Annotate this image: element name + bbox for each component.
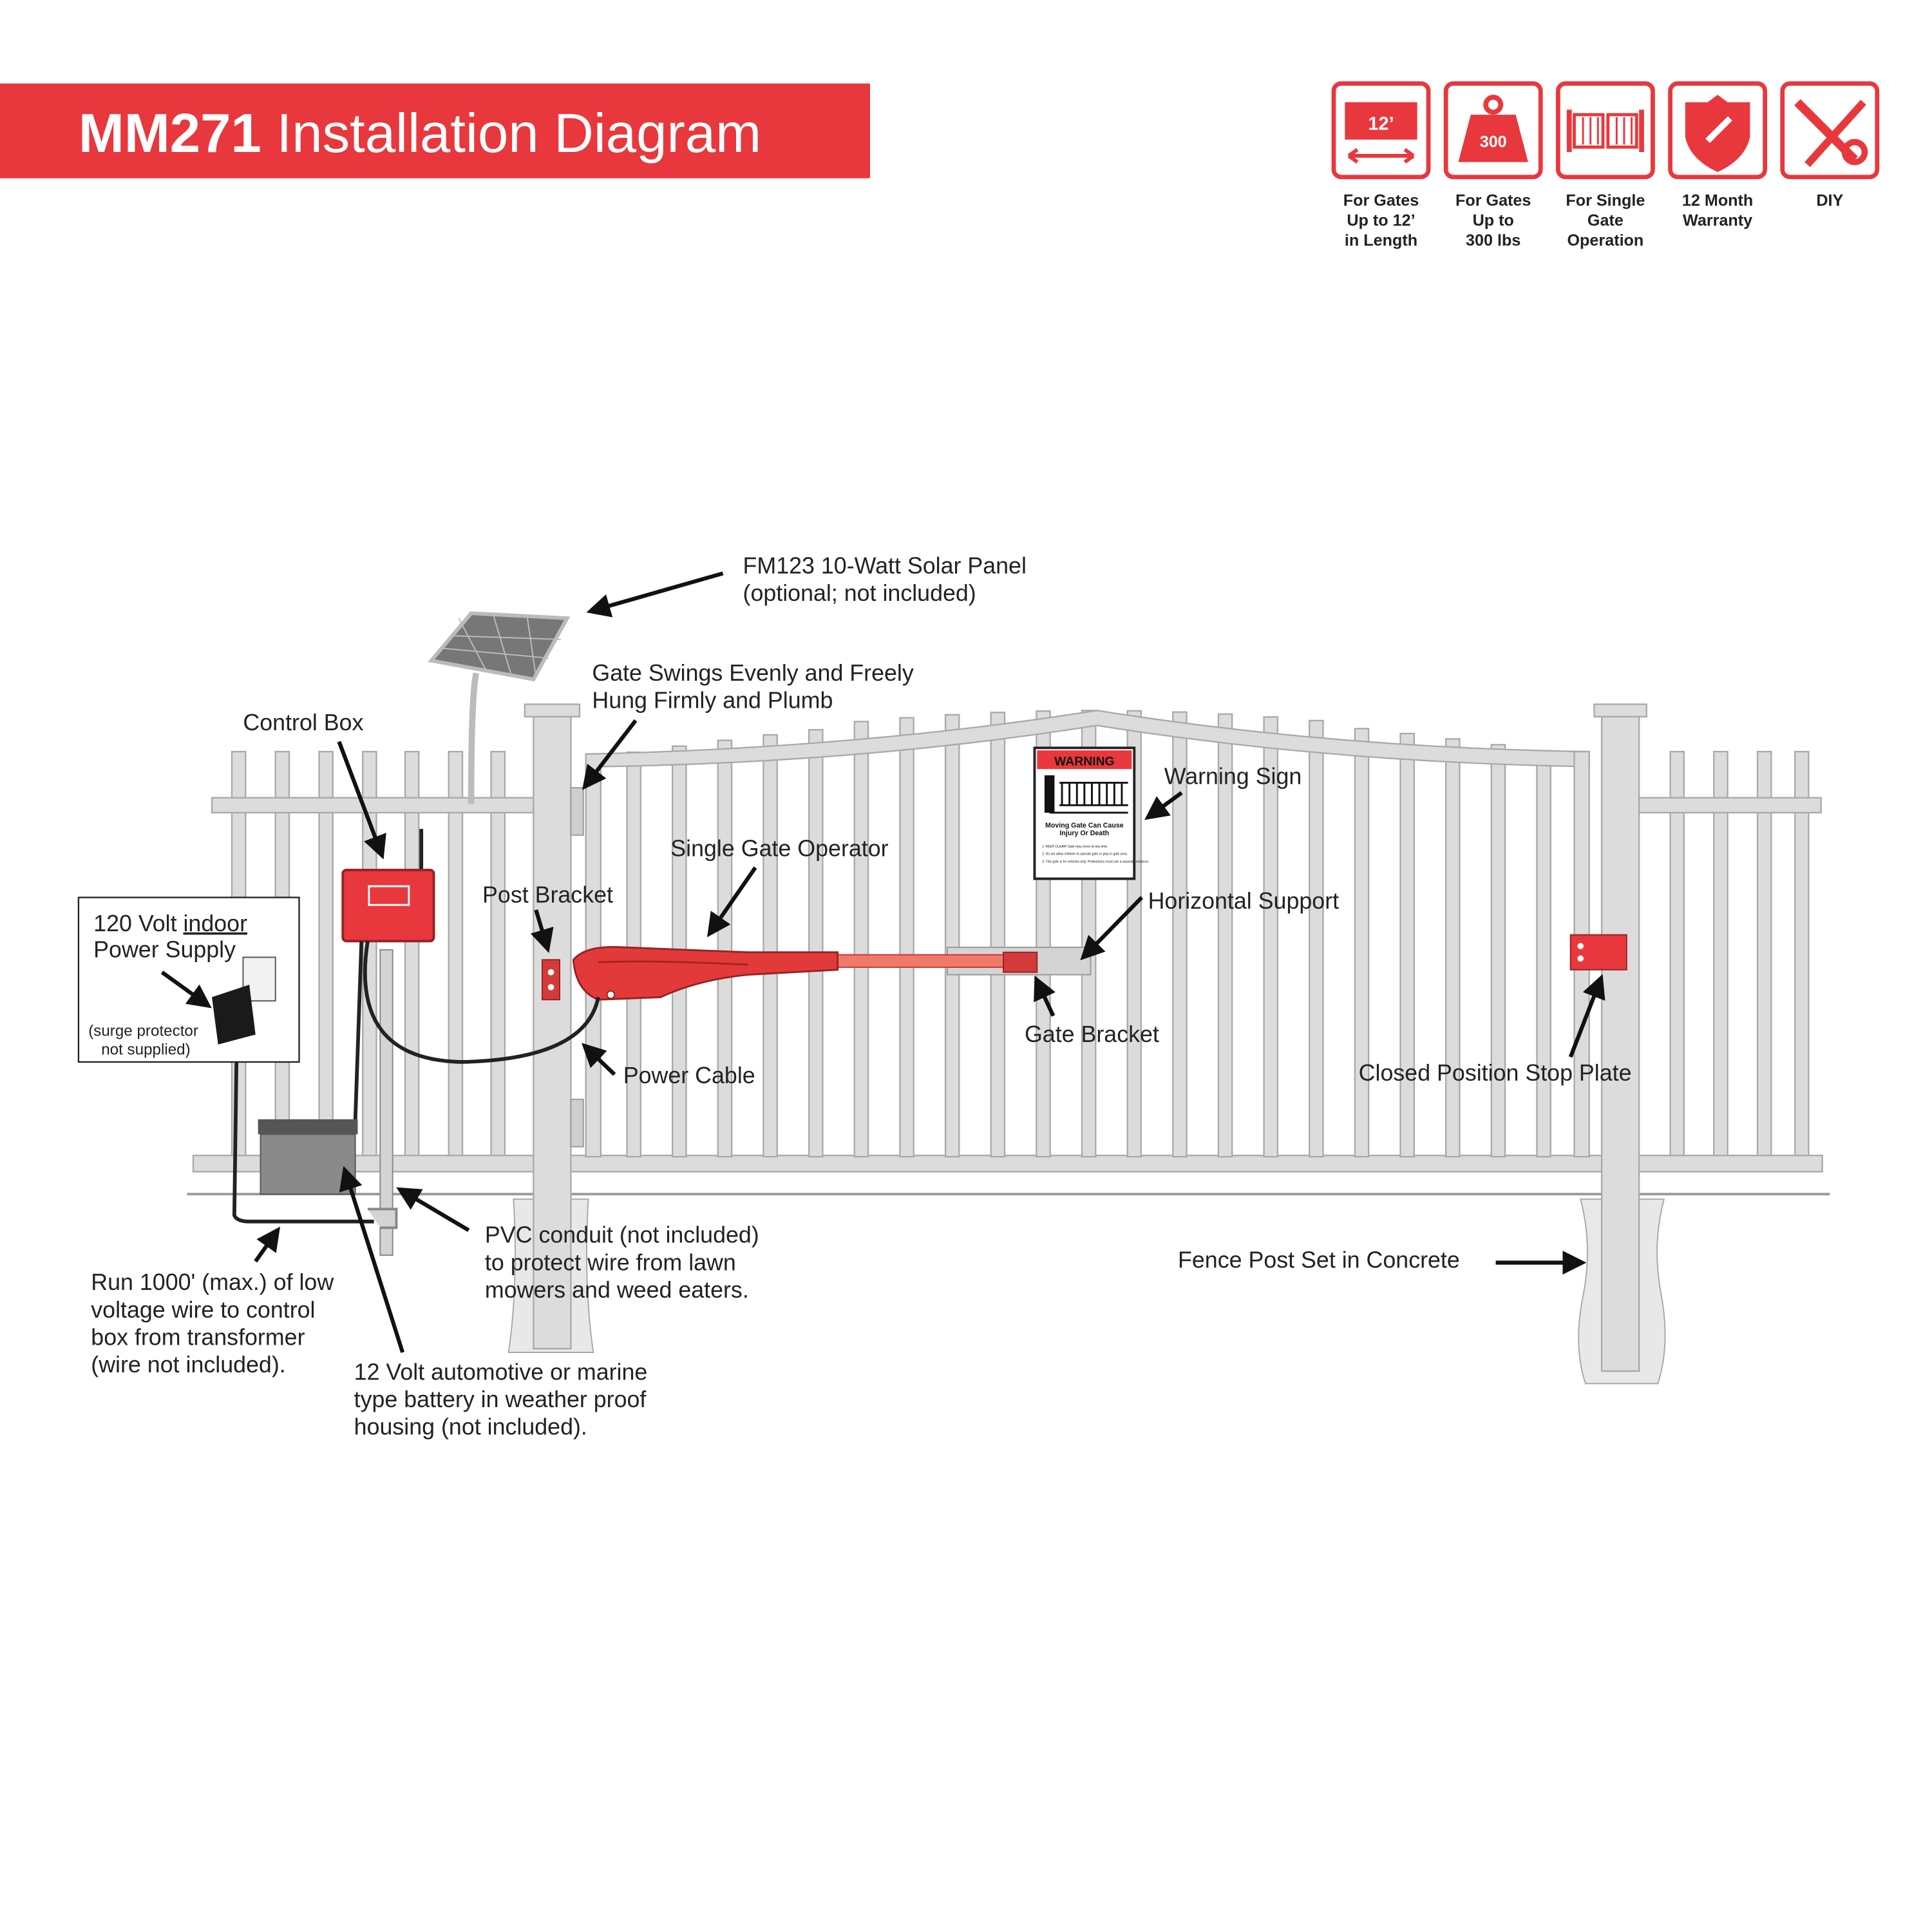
gate-picket	[1445, 738, 1461, 1158]
single-gate-icon	[1555, 81, 1655, 180]
gate-picket	[1263, 716, 1279, 1158]
gate-picket	[899, 717, 914, 1158]
battery	[258, 1119, 358, 1195]
closed-position-stop-plate	[1569, 934, 1627, 971]
callout-arrows	[160, 571, 1605, 1353]
label-horizontal-support: Horizontal Support	[1148, 888, 1340, 914]
svg-text:1. KEEP CLEAR! Gate may move a: 1. KEEP CLEAR! Gate may move at any time…	[1042, 845, 1150, 864]
label-single-gate-operator: Single Gate Operator	[670, 836, 888, 862]
gate-picket	[1490, 744, 1506, 1158]
power-cable	[363, 940, 600, 1064]
hinge-bottom	[570, 1099, 584, 1148]
solar-panel	[428, 611, 571, 804]
gate-picket	[808, 729, 824, 1158]
gate-picket	[1217, 713, 1233, 1158]
svg-text:MM271 Installation Diagram: MM271 Installation Diagram	[79, 103, 761, 164]
svg-text:DIY: DIY	[1816, 191, 1843, 209]
title-banner: MM271 Installation Diagram	[0, 83, 870, 178]
label-pvc-conduit: PVC conduit (not included)to protect wir…	[485, 1222, 759, 1303]
gate-picket	[1309, 719, 1324, 1158]
pvc-conduit	[379, 949, 393, 1256]
control-box	[341, 869, 435, 943]
single-gate-operator	[572, 946, 1010, 1001]
gate-picket	[717, 739, 733, 1158]
title-text: Installation Diagram	[277, 103, 762, 164]
svg-text:12’: 12’	[1368, 113, 1394, 134]
warranty-shield-icon	[1668, 81, 1768, 180]
gate-picket	[990, 712, 1006, 1158]
gate-post-left	[524, 703, 581, 1350]
label-power-cable: Power Cable	[623, 1063, 755, 1088]
weight-icon: 300	[1443, 81, 1543, 180]
svg-text:120 Volt indoor: 120 Volt indoor	[93, 911, 247, 936]
label-post-bracket: Post Bracket	[482, 882, 613, 907]
gate-picket	[1354, 728, 1370, 1158]
gate-picket	[762, 734, 778, 1158]
svg-text:Power Supply: Power Supply	[93, 936, 236, 962]
gate-length-icon: 12’	[1331, 81, 1431, 180]
label-gate-bracket: Gate Bracket	[1025, 1021, 1159, 1047]
label-fence-post: Fence Post Set in Concrete	[1178, 1247, 1460, 1273]
gate-picket	[1399, 732, 1415, 1158]
svg-text:WARNING: WARNING	[1054, 754, 1115, 768]
transformer-icon	[212, 985, 256, 1045]
post-bracket	[541, 959, 560, 1001]
gate-picket	[1172, 711, 1188, 1158]
label-warning-sign: Warning Sign	[1164, 763, 1302, 789]
gate-picket	[944, 714, 960, 1158]
label-control-box: Control Box	[243, 710, 363, 735]
svg-text:300: 300	[1480, 133, 1507, 151]
tools-icon	[1780, 81, 1880, 180]
gate-picket	[853, 721, 869, 1158]
label-stop-plate: Closed Position Stop Plate	[1359, 1060, 1632, 1086]
gate-bracket	[1003, 951, 1038, 973]
power-supply-callout: 120 Volt indoor Power Supply (surge prot…	[77, 896, 300, 1063]
gate-picket	[1536, 750, 1551, 1158]
label-solar-panel: FM123 10-Watt Solar Panel(optional; not …	[743, 553, 1027, 606]
model-number: MM271	[79, 103, 261, 164]
hinge-top	[570, 787, 584, 836]
low-voltage-wire	[232, 941, 374, 1224]
gate-post-right	[1593, 703, 1647, 1372]
